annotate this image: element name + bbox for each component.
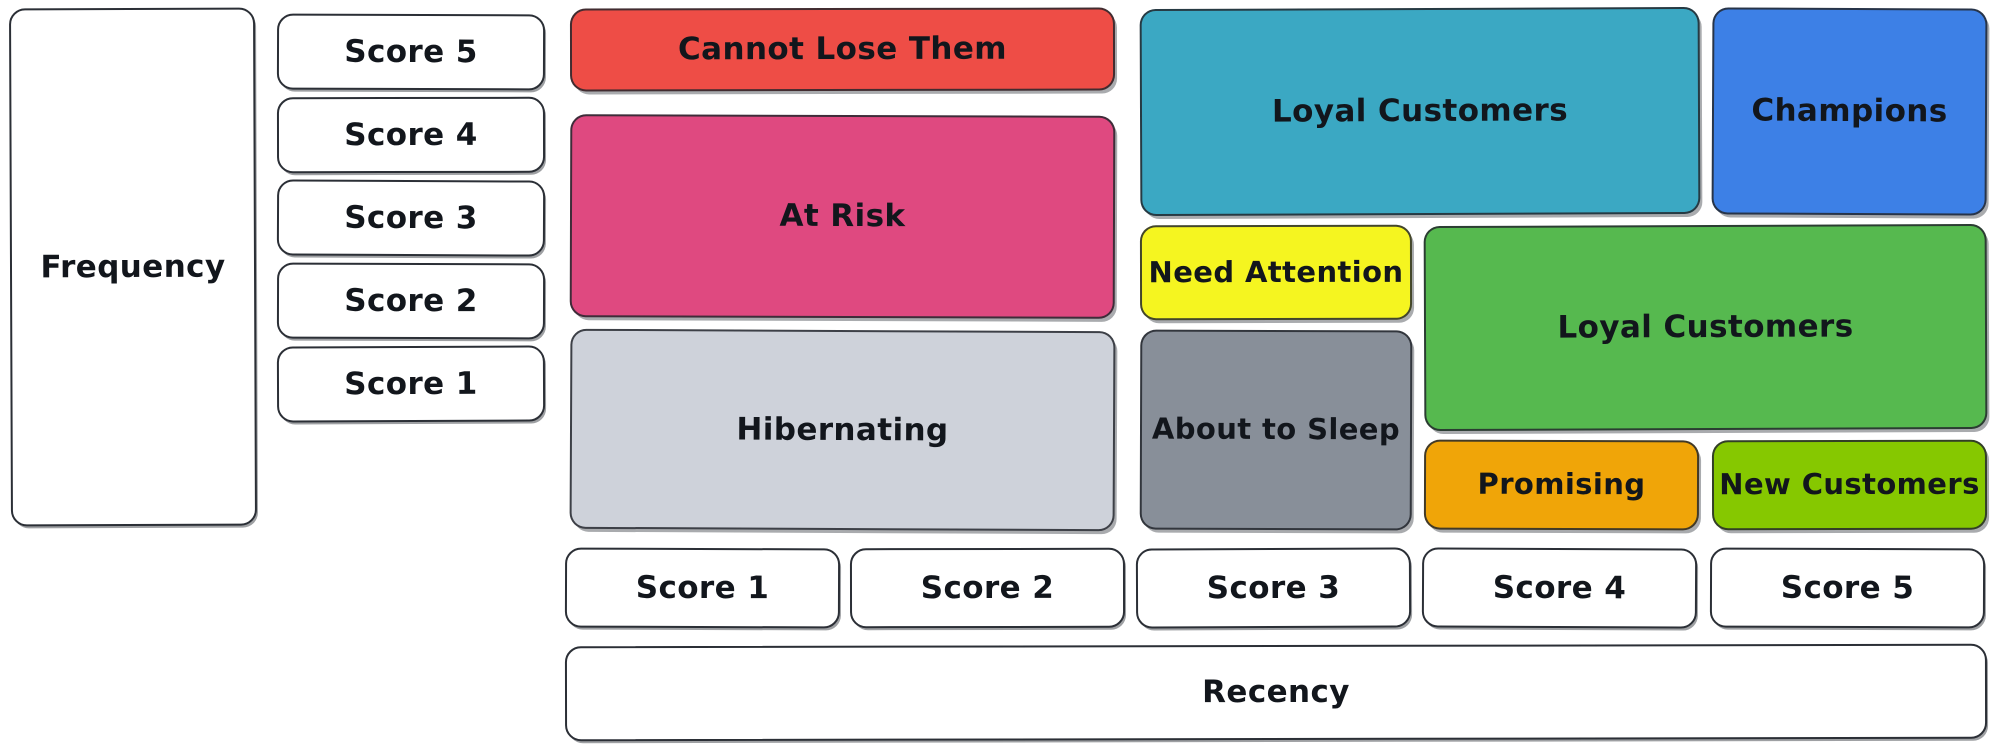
segment-hibernating-label: Hibernating <box>736 411 949 449</box>
recency-score-5-label: Score 5 <box>1780 569 1915 607</box>
frequency-axis-label: Frequency <box>40 248 226 286</box>
segment-promising[interactable]: Promising <box>1423 439 1700 531</box>
frequency-score-3[interactable]: Score 3 <box>276 179 546 257</box>
segment-about-to-sleep-label: About to Sleep <box>1151 411 1401 447</box>
segment-about-to-sleep[interactable]: About to Sleep <box>1139 329 1413 531</box>
frequency-score-1[interactable]: Score 1 <box>276 345 546 423</box>
frequency-score-2[interactable]: Score 2 <box>276 262 546 340</box>
recency-score-1[interactable]: Score 1 <box>564 547 841 629</box>
frequency-score-3-label: Score 3 <box>344 199 478 237</box>
recency-axis-label-box: Recency <box>564 643 1988 742</box>
segment-champions[interactable]: Champions <box>1711 7 1988 216</box>
segment-loyal-customers-teal[interactable]: Loyal Customers <box>1139 6 1701 217</box>
segment-need-attention-label: Need Attention <box>1148 254 1404 289</box>
frequency-score-4-label: Score 4 <box>344 116 478 154</box>
segment-cannot-lose-them[interactable]: Cannot Lose Them <box>569 7 1116 92</box>
frequency-score-4[interactable]: Score 4 <box>276 96 546 174</box>
frequency-score-5[interactable]: Score 5 <box>276 13 546 91</box>
recency-score-4[interactable]: Score 4 <box>1421 547 1698 629</box>
recency-axis-label: Recency <box>1202 674 1350 711</box>
segment-new-customers[interactable]: New Customers <box>1711 439 1988 531</box>
recency-score-2[interactable]: Score 2 <box>849 547 1126 629</box>
frequency-score-5-label: Score 5 <box>344 33 478 71</box>
segment-new-customers-label: New Customers <box>1719 466 1980 502</box>
segment-loyal-customers-green-label: Loyal Customers <box>1557 308 1854 347</box>
frequency-score-2-label: Score 2 <box>344 282 478 320</box>
frequency-axis-label-box: Frequency <box>9 7 257 527</box>
recency-score-3-label: Score 3 <box>1206 569 1341 607</box>
segment-at-risk[interactable]: At Risk <box>569 114 1116 319</box>
segment-hibernating[interactable]: Hibernating <box>569 328 1116 532</box>
recency-score-3[interactable]: Score 3 <box>1135 547 1412 629</box>
frequency-score-1-label: Score 1 <box>344 365 478 403</box>
segment-champions-label: Champions <box>1751 93 1948 130</box>
recency-score-1-label: Score 1 <box>635 569 770 607</box>
segment-need-attention[interactable]: Need Attention <box>1139 224 1413 321</box>
recency-score-2-label: Score 2 <box>920 569 1055 607</box>
segment-at-risk-label: At Risk <box>779 198 906 235</box>
recency-score-4-label: Score 4 <box>1492 569 1627 607</box>
segment-loyal-customers-green[interactable]: Loyal Customers <box>1423 223 1988 432</box>
recency-score-5[interactable]: Score 5 <box>1709 547 1986 629</box>
segment-loyal-customers-teal-label: Loyal Customers <box>1271 92 1569 131</box>
segment-cannot-lose-them-label: Cannot Lose Them <box>677 31 1008 68</box>
segment-promising-label: Promising <box>1477 466 1646 502</box>
